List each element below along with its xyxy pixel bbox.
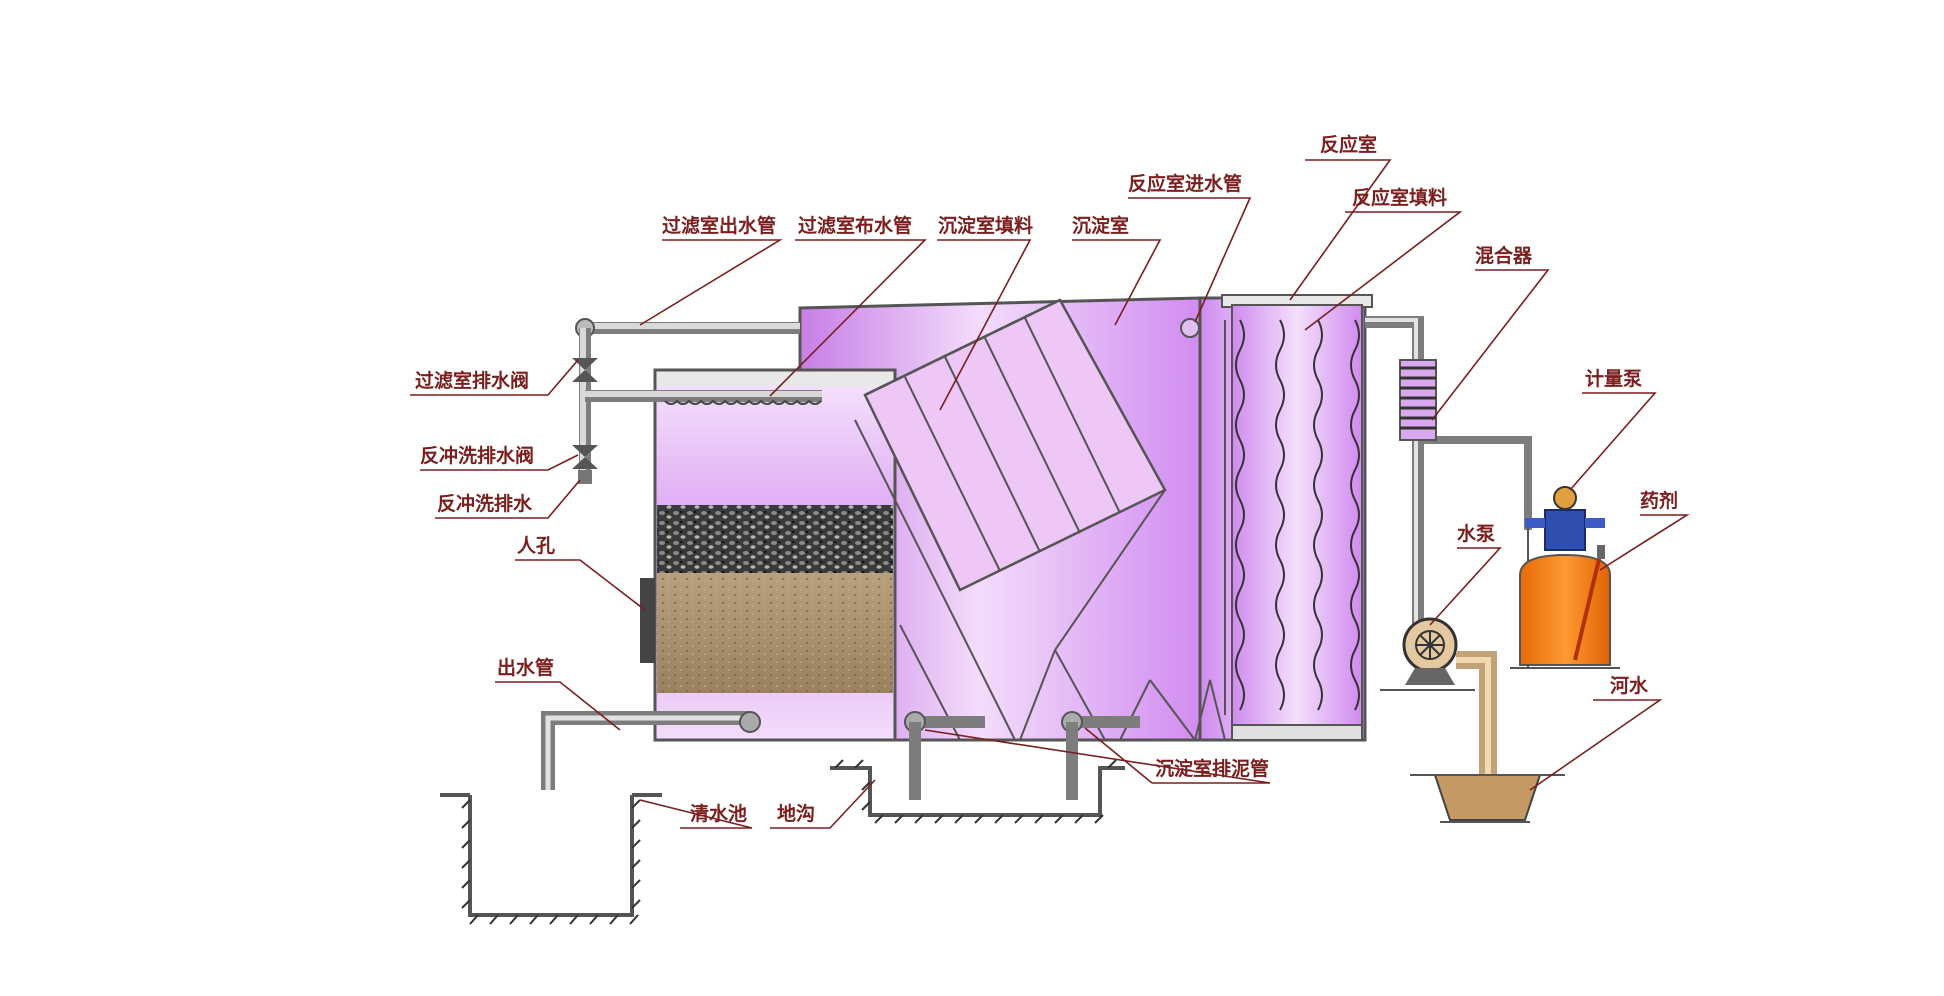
label-mixer: 混合器 bbox=[1475, 244, 1533, 267]
backwash-drain-valve bbox=[572, 445, 598, 484]
chemical-tank bbox=[1510, 545, 1620, 669]
label-filter-distribution-pipe: 过滤室布水管 bbox=[798, 214, 912, 237]
label-sludge-pipe: 沉淀室排泥管 bbox=[1155, 757, 1269, 780]
leader-lines bbox=[410, 159, 1690, 829]
mixer-piping bbox=[1365, 316, 1532, 650]
label-backwash-drain-valve: 反冲洗排水阀 bbox=[420, 444, 534, 467]
label-ground-ditch: 地沟 bbox=[777, 802, 815, 825]
outlet-pipe bbox=[541, 711, 761, 790]
label-filter-outlet-pipe: 过滤室出水管 bbox=[662, 214, 776, 237]
label-settling-chamber: 沉淀室 bbox=[1072, 214, 1129, 237]
label-backwash-drain: 反冲洗排水 bbox=[437, 492, 533, 515]
clear-water-tank bbox=[440, 793, 662, 925]
label-reaction-chamber: 反应室 bbox=[1320, 133, 1377, 156]
label-filter-drain-valve: 过滤室排水阀 bbox=[415, 369, 529, 392]
label-clear-water-tank: 清水池 bbox=[690, 802, 747, 825]
label-manhole: 人孔 bbox=[517, 535, 555, 557]
label-reaction-inlet-pipe: 反应室进水管 bbox=[1128, 172, 1242, 195]
reaction-chamber bbox=[1194, 294, 1373, 742]
sludge-pipes bbox=[904, 711, 1140, 800]
label-chemical: 药剂 bbox=[1640, 489, 1678, 512]
label-reaction-filler: 反应室填料 bbox=[1352, 186, 1447, 209]
ground-ditch bbox=[830, 759, 1125, 824]
reaction-inlet-pipe bbox=[1180, 318, 1200, 338]
label-outlet-pipe: 出水管 bbox=[497, 656, 554, 679]
label-river-water: 河水 bbox=[1610, 675, 1649, 697]
filter-drain-valve bbox=[572, 358, 598, 382]
manhole-hatch bbox=[640, 578, 655, 663]
filter-distribution-pipe bbox=[585, 390, 822, 405]
reaction-filler bbox=[1235, 319, 1360, 711]
label-water-pump: 水泵 bbox=[1457, 523, 1495, 545]
settling-filler bbox=[863, 298, 1167, 592]
gravel-layer bbox=[657, 505, 893, 573]
metering-pump bbox=[1525, 486, 1605, 668]
river-water bbox=[1410, 774, 1565, 823]
mixer bbox=[1399, 359, 1437, 441]
settling-chamber bbox=[798, 296, 1202, 742]
water-pump bbox=[1380, 617, 1497, 780]
label-settling-filler: 沉淀室填料 bbox=[938, 214, 1033, 237]
filter-chamber bbox=[640, 368, 897, 742]
label-metering-pump: 计量泵 bbox=[1585, 368, 1642, 390]
